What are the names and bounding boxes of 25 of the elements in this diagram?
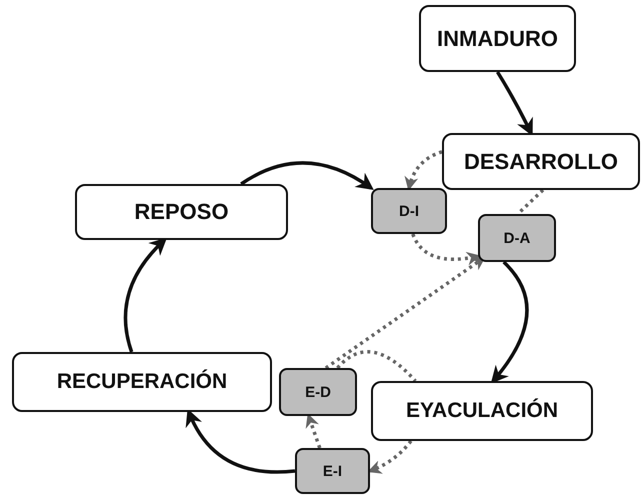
stage-label: REPOSO bbox=[134, 199, 229, 225]
stage-label: DESARROLLO bbox=[464, 148, 618, 174]
stage-box bbox=[12, 352, 272, 412]
stage-label: RECUPERACIÓN bbox=[56, 370, 228, 394]
stage-label: E-D bbox=[305, 384, 331, 400]
stage-box bbox=[419, 5, 576, 72]
stage-label: D-I bbox=[399, 202, 419, 220]
stage-box bbox=[442, 133, 640, 190]
stage-label: D-A bbox=[504, 230, 530, 246]
arrow bbox=[240, 161, 374, 190]
dotted-arrow bbox=[411, 233, 481, 266]
stage-label: EYACULACIÓN bbox=[406, 399, 558, 423]
sub-stage-box bbox=[279, 368, 357, 416]
sub-stage-box bbox=[478, 214, 556, 262]
stage-box bbox=[371, 381, 593, 441]
dotted-arrow bbox=[306, 413, 322, 449]
stage-label: E-I bbox=[322, 462, 342, 480]
sub-stage-box bbox=[371, 188, 447, 234]
arrow bbox=[490, 260, 529, 384]
stage-box bbox=[75, 184, 288, 240]
arrow bbox=[124, 238, 167, 352]
sub-stage-box bbox=[295, 448, 370, 494]
stage-label: INMADURO bbox=[437, 26, 558, 52]
dotted-arrow bbox=[404, 150, 443, 191]
dotted-arrow bbox=[324, 256, 486, 370]
